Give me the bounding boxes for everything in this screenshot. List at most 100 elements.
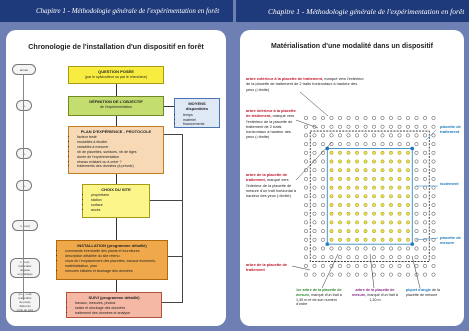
tree-marker <box>389 263 393 268</box>
tree-marker <box>389 116 393 120</box>
tree-marker <box>431 194 436 199</box>
tree-marker <box>321 168 325 173</box>
tree-marker <box>389 176 393 181</box>
tree-marker <box>329 185 334 190</box>
tree-marker <box>380 133 385 138</box>
timeline-step: n <box>16 148 32 159</box>
right-page-title: Matérialisation d'une modalité dans un d… <box>271 43 433 50</box>
tree-marker <box>372 168 376 173</box>
tree-marker <box>397 159 402 164</box>
tree-marker <box>389 159 393 164</box>
tree-marker <box>406 263 410 268</box>
tree-marker <box>406 116 410 120</box>
tree-marker <box>406 272 410 277</box>
tree-marker <box>431 211 436 216</box>
tree-marker <box>406 142 410 147</box>
tree-marker <box>397 246 402 251</box>
tree-marker <box>346 194 351 199</box>
tree-marker <box>338 168 342 173</box>
tree-marker <box>406 194 410 199</box>
tree-marker <box>312 142 317 147</box>
tree-marker <box>312 229 317 234</box>
tree-marker <box>338 116 342 120</box>
tree-marker <box>355 203 359 207</box>
tree-marker <box>338 272 342 277</box>
tree-marker <box>397 116 402 120</box>
tree-marker <box>338 142 342 147</box>
label-premier-arbre: 1er arbre de la placette de mesure, marq… <box>296 288 342 307</box>
tree-marker <box>346 159 351 164</box>
tree-marker <box>321 263 325 268</box>
tree-marker <box>338 176 342 181</box>
tree-marker <box>431 237 436 242</box>
tree-marker <box>431 220 436 225</box>
tree-marker <box>338 159 342 164</box>
tree-marker <box>380 272 385 277</box>
tree-marker <box>372 124 376 129</box>
tree-marker <box>363 142 368 147</box>
leader-lines <box>291 91 439 289</box>
tree-marker <box>312 176 317 181</box>
tree-marker <box>304 246 308 251</box>
tree-marker <box>363 168 368 173</box>
tree-marker <box>312 255 317 260</box>
timeline-step: (n+1, n+2) (calendrier de pose) début du… <box>10 292 40 312</box>
tree-marker <box>312 150 317 155</box>
tree-marker <box>380 211 385 216</box>
box-suivi: SUIVI (programme détaillé) travaux, mesu… <box>66 292 162 318</box>
tree-marker <box>329 237 334 242</box>
tree-marker <box>329 176 334 181</box>
tree-marker <box>304 150 308 155</box>
tree-marker <box>338 255 342 260</box>
tree-marker <box>397 194 402 199</box>
tree-marker <box>389 211 393 216</box>
tree-marker <box>312 159 317 164</box>
tree-marker <box>346 220 351 225</box>
box-installation: INSTALLATION (programme détaillé) comman… <box>56 240 168 280</box>
tree-marker <box>321 203 325 207</box>
tree-marker <box>380 220 385 225</box>
tree-marker <box>389 237 393 242</box>
tree-marker <box>355 263 359 268</box>
corner-stake <box>410 242 414 246</box>
box-question: QUESTION POSÉE (par le sylviculteur ou p… <box>68 66 164 84</box>
tree-marker <box>431 168 436 173</box>
tree-marker <box>397 255 402 260</box>
tree-marker <box>414 246 419 251</box>
tree-marker <box>329 150 334 155</box>
timeline-step: n (n+1) (calendrier de pose en pratique) <box>10 258 40 278</box>
tree-marker <box>346 229 351 234</box>
tree-marker <box>372 142 376 147</box>
tree-marker <box>304 116 308 120</box>
tree-marker <box>304 203 308 207</box>
tree-marker <box>389 142 393 147</box>
tree-marker <box>431 255 436 260</box>
tree-marker <box>312 168 317 173</box>
tree-marker <box>372 211 376 216</box>
tree-marker <box>338 194 342 199</box>
timeline-step: n <box>16 100 32 111</box>
tree-marker <box>406 246 410 251</box>
tree-marker <box>346 255 351 260</box>
tree-marker <box>397 133 402 138</box>
tree-marker <box>363 185 368 190</box>
tree-marker <box>397 263 402 268</box>
tree-marker <box>355 194 359 199</box>
tree-marker <box>431 176 436 181</box>
tree-marker <box>431 150 436 155</box>
tree-marker <box>355 159 359 164</box>
tree-marker <box>423 168 427 173</box>
tree-marker <box>397 185 402 190</box>
tree-marker <box>304 176 308 181</box>
tree-marker <box>304 255 308 260</box>
tree-marker <box>355 229 359 234</box>
tree-marker <box>312 185 317 190</box>
tree-marker <box>380 124 385 129</box>
tree-marker <box>389 133 393 138</box>
tree-marker <box>363 255 368 260</box>
tree-marker <box>355 272 359 277</box>
tree-marker <box>414 194 419 199</box>
corner-stake <box>410 146 414 151</box>
tree-marker <box>338 237 342 242</box>
tree-marker <box>346 272 351 277</box>
